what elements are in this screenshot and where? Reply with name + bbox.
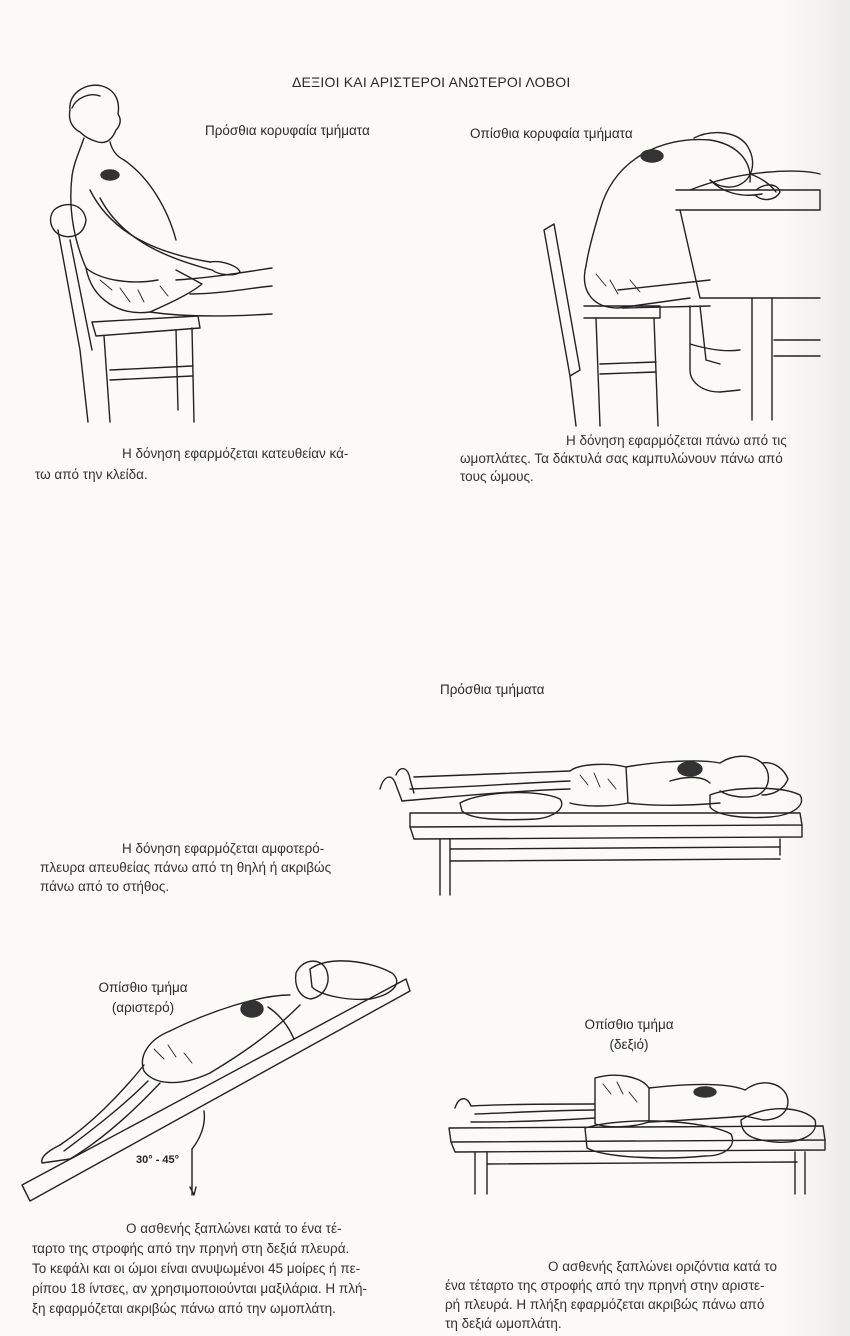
fig1-caption-line1: Η δόνηση εφαρμόζεται κατευθείαν κά- <box>122 445 348 462</box>
fig3-caption-line3: πάνω από το στήθος. <box>40 878 169 895</box>
fig3-caption-line1: Η δόνηση εφαρμόζεται αμφοτερό- <box>122 840 324 857</box>
fig5-caption-line1: Ο ασθενής ξαπλώνει οριζόντια κατά το <box>548 1258 777 1275</box>
fig4-caption-line1: Ο ασθενής ξαπλώνει κατά το ένα τέ- <box>126 1220 342 1237</box>
seated-reclined-patient-illustration <box>40 80 290 430</box>
fig4-caption-line2: ταρτο της στροφής από την πρηνή στη δεξι… <box>32 1240 349 1257</box>
angle-label: 30° - 45° <box>136 1154 179 1166</box>
fig4-caption-line5: ξη εφαρμόζεται ακριβώς πάνω από την ωμοπ… <box>32 1300 336 1317</box>
fig5-label-line1: Οπίσθιο τμήμα <box>574 1015 684 1034</box>
fig5-caption-line3: ρή πλευρά. Η πλήξη εφαρμόζεται ακριβώς π… <box>445 1296 764 1313</box>
fig4-caption-line4: ρίπου 18 ίντσες, αν χρησιμοποιούνται μαξ… <box>32 1280 367 1297</box>
fig5-caption-line4: τη δεξιά ωμοπλάτη. <box>445 1315 562 1332</box>
fig2-caption-line3: τους ώμους. <box>460 468 534 485</box>
page-title: ΔΕΞΙΟΙ ΚΑΙ ΑΡΙΣΤΕΡΟΙ ΑΝΩΤΕΡΟΙ ΛΟΒΟΙ <box>292 74 570 90</box>
inclined-patient-illustration: 30° - 45° <box>20 955 420 1215</box>
seated-forward-leaning-patient-illustration <box>540 130 820 430</box>
fig1-caption-line2: τω από την κλείδα. <box>35 466 148 483</box>
side-lying-patient-on-table-illustration <box>445 1068 835 1198</box>
fig2-caption-line2: ωμοπλάτες. Τα δάκτυλά σας καμπυλώνουν πά… <box>460 450 783 467</box>
fig5-caption-line2: ένα τέταρτο της στροφής από την πρηνή στ… <box>445 1277 765 1294</box>
fig5-label-line2: (δεξιό) <box>574 1035 684 1054</box>
fig3-caption-line2: πλευρα απευθείας πάνω από τη θηλή ή ακρι… <box>40 859 331 876</box>
supine-patient-on-table-illustration <box>370 745 815 910</box>
fig4-caption-line3: Το κεφάλι και οι ώμοι είναι ανυψωμένοι 4… <box>32 1260 360 1277</box>
fig2-caption-line1: Η δόνηση εφαρμόζεται πάνω από τις <box>566 432 787 449</box>
fig3-label: Πρόσθια τμήματα <box>440 680 544 699</box>
